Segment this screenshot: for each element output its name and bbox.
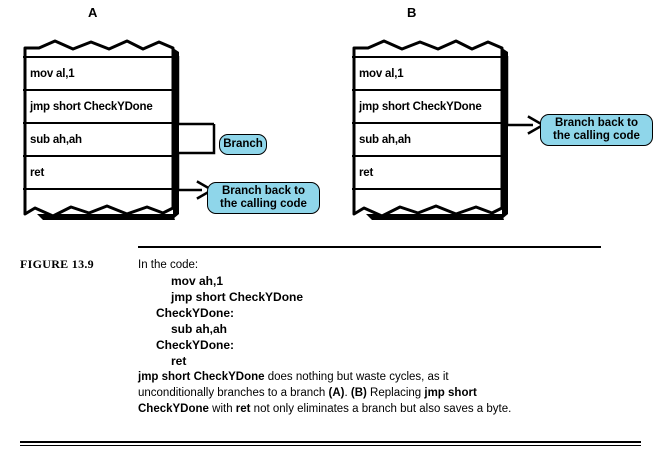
code-text: ret xyxy=(359,166,374,179)
caption-text: unconditionally branches to a branch xyxy=(138,387,329,399)
caption-rule-top xyxy=(138,246,601,248)
code-text: mov al,1 xyxy=(30,67,75,80)
code-row-blank-top xyxy=(352,36,501,58)
caption-code-line: CheckYDone: xyxy=(156,306,235,320)
caption-code-line: jmp short CheckYDone xyxy=(171,290,304,304)
code-text: sub ah,ah xyxy=(359,133,411,146)
code-row: mov al,1 xyxy=(23,58,172,91)
code-row-blank-top xyxy=(23,36,172,58)
callout-branch-back-b: Branch back to the calling code xyxy=(540,114,653,146)
callout-line: the calling code xyxy=(220,198,307,210)
torn-page-outline-a xyxy=(23,39,179,220)
caption-prose-line-1: jmp short CheckYDone does nothing but wa… xyxy=(138,369,618,385)
panel-label-a: A xyxy=(88,5,98,20)
caption-bold-jmp: jmp short CheckYDone xyxy=(138,371,265,383)
caption-rule-bottom xyxy=(20,441,641,446)
caption-text: not only eliminates a branch but also sa… xyxy=(250,403,512,415)
figure-graphic: A mov al,1 jmp short CheckYDone sub ah,a… xyxy=(23,5,653,220)
caption-intro: In the code: xyxy=(138,259,199,271)
caption-code-line: sub ah,ah xyxy=(171,322,228,336)
caption-body: In the code: mov ah,1 jmp short CheckYDo… xyxy=(138,257,618,417)
callout-line: Branch back to xyxy=(554,117,639,129)
code-text: jmp short CheckYDone xyxy=(359,100,482,113)
code-row-blank-bottom xyxy=(352,190,501,214)
callout-branch-a: Branch xyxy=(219,134,267,155)
callout-branch-back-a: Branch back to the calling code xyxy=(207,182,320,214)
caption-bold-a: (A) xyxy=(328,387,345,399)
code-row: ret xyxy=(23,157,172,190)
code-rows-a: mov al,1 jmp short CheckYDone sub ah,ah … xyxy=(23,36,172,214)
callout-line: the calling code xyxy=(553,130,640,142)
code-text: ret xyxy=(30,166,45,179)
code-row-blank-bottom xyxy=(23,190,172,214)
caption-text: Replacing xyxy=(366,387,425,399)
code-row: jmp short CheckYDone xyxy=(23,91,172,124)
caption-text: with xyxy=(208,403,236,415)
branch-connector-b xyxy=(505,56,546,135)
code-text: jmp short CheckYDone xyxy=(30,100,153,113)
caption-bold-b: (B) xyxy=(350,387,367,399)
caption-bold-jmp-short: jmp short xyxy=(424,387,477,399)
code-row: sub ah,ah xyxy=(352,124,501,157)
caption-bold-checkydone: CheckYDone xyxy=(138,403,209,415)
caption-code-line: mov ah,1 xyxy=(171,274,224,288)
callout-line: Branch xyxy=(223,138,263,150)
code-row: sub ah,ah xyxy=(23,124,172,157)
callout-line: Branch back to xyxy=(221,185,306,197)
code-text: mov al,1 xyxy=(359,67,404,80)
code-text: sub ah,ah xyxy=(30,133,82,146)
caption-prose-line-2: unconditionally branches to a branch (A)… xyxy=(138,385,618,401)
caption-code-line: ret xyxy=(171,354,187,368)
caption-text: . xyxy=(344,387,351,399)
caption-text: does nothing but waste cycles, as it xyxy=(264,371,449,383)
code-row: mov al,1 xyxy=(352,58,501,91)
code-rows-b: mov al,1 jmp short CheckYDone sub ah,ah … xyxy=(352,36,501,214)
caption-code-line: CheckYDone: xyxy=(156,338,235,352)
code-row: jmp short CheckYDone xyxy=(352,91,501,124)
panel-label-b: B xyxy=(407,5,417,20)
code-row: ret xyxy=(352,157,501,190)
caption-prose-line-3: CheckYDone with ret not only eliminates … xyxy=(138,401,618,417)
figure-number: FIGURE 13.9 xyxy=(20,257,94,271)
caption-bold-ret: ret xyxy=(235,403,251,415)
